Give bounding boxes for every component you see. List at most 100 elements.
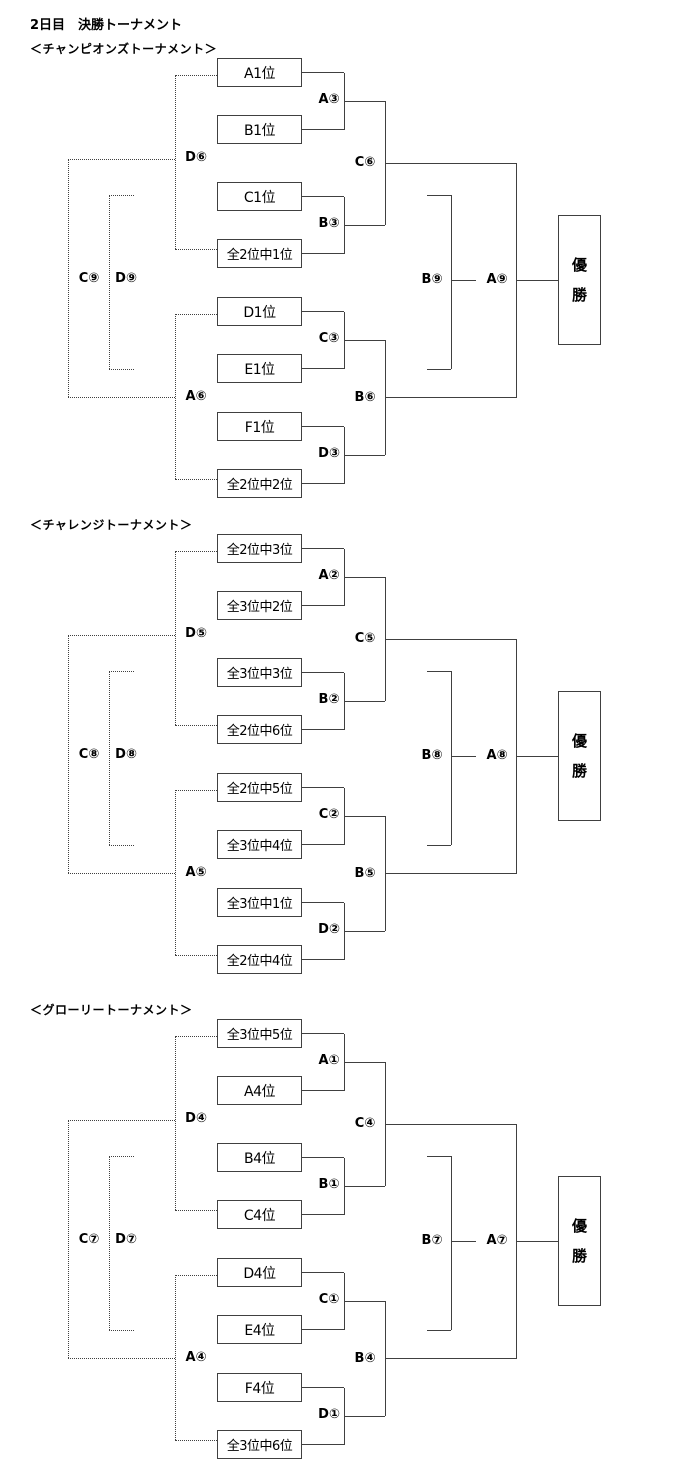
consolation-match-label: A④ — [185, 1350, 207, 1365]
consolation-match-label: D④ — [185, 1111, 207, 1126]
team-box: 全2位中6位 — [217, 715, 302, 744]
team-box: C4位 — [217, 1200, 302, 1229]
bracket-line — [302, 1272, 344, 1273]
consolation-match-label: A⑥ — [185, 389, 207, 404]
consolation-line — [175, 1035, 176, 1210]
team-box: B4位 — [217, 1143, 302, 1172]
bracket-line — [385, 162, 516, 164]
round1-match-label: B① — [318, 1177, 340, 1192]
round1-match-label: D① — [318, 1407, 340, 1422]
bracket-line — [344, 930, 385, 932]
round2-match-label: C⑥ — [354, 155, 376, 170]
bracket-line — [302, 1214, 344, 1215]
consolation-line — [175, 1274, 176, 1440]
consolation-line — [175, 313, 176, 479]
consolation-line — [175, 1035, 217, 1037]
bracket-line — [344, 700, 385, 702]
bracket-line — [302, 787, 344, 788]
team-box: A4位 — [217, 1076, 302, 1105]
team-box: B1位 — [217, 115, 302, 144]
round1-match-label: B③ — [318, 216, 340, 231]
consolation-line — [175, 1439, 217, 1441]
team-box: F4位 — [217, 1373, 302, 1402]
bracket-line — [427, 1155, 451, 1157]
consolation-line — [175, 1274, 217, 1276]
round1-match-label: A③ — [318, 92, 340, 107]
consolation-line — [175, 74, 217, 76]
round2-match-label: B④ — [354, 1350, 376, 1366]
consolation-line — [109, 845, 134, 846]
bracket-line — [302, 483, 344, 484]
bracket-line — [344, 1300, 385, 1302]
bracket-line — [344, 1185, 385, 1187]
round1-match-label: C③ — [318, 331, 340, 346]
consolation-line — [175, 478, 217, 480]
team-box: 全2位中1位 — [217, 239, 302, 268]
bracket-line — [427, 194, 451, 196]
round2-match-label: C⑤ — [354, 631, 376, 646]
bracket-line — [344, 224, 385, 226]
consolation-line — [109, 369, 134, 370]
bracket-line — [302, 129, 344, 130]
round2-match-label: B⑥ — [354, 389, 376, 405]
consolation-match-label: C⑨ — [78, 271, 100, 286]
consolation-line — [175, 1209, 217, 1211]
consolation-line — [175, 789, 176, 955]
bracket-line — [302, 902, 344, 903]
bracket-line — [302, 1090, 344, 1091]
bracket-line — [302, 1329, 344, 1330]
round1-match-label: A① — [318, 1053, 340, 1068]
consolation-line — [68, 1120, 69, 1358]
bracket-line — [344, 1415, 385, 1417]
bracket-line — [302, 1444, 344, 1445]
consolation-line — [175, 789, 217, 791]
bracket-line — [344, 576, 385, 578]
consolation-line — [68, 635, 175, 636]
semi-match-label: B⑧ — [421, 748, 443, 764]
bracket-line — [385, 638, 516, 640]
bracket-line — [450, 671, 452, 845]
team-box: 全3位中1位 — [217, 888, 302, 917]
bracket-line — [302, 72, 344, 73]
consolation-line — [68, 635, 69, 873]
consolation-line — [175, 74, 176, 249]
section-title-glory: ＜グローリートーナメント＞ — [30, 1003, 193, 1017]
semi-match-label: B⑦ — [421, 1233, 443, 1249]
consolation-line — [175, 313, 217, 315]
bracket-line — [427, 368, 451, 370]
consolation-line — [175, 550, 176, 725]
consolation-line — [175, 724, 217, 726]
round2-match-label: B⑤ — [354, 865, 376, 881]
round2-match-label: C④ — [354, 1116, 376, 1131]
final-match-label: A⑨ — [486, 272, 508, 288]
round1-match-label: C① — [318, 1292, 340, 1307]
team-box: E1位 — [217, 354, 302, 383]
bracket-line — [427, 1329, 451, 1331]
bracket-line — [450, 1156, 452, 1330]
consolation-line — [175, 954, 217, 956]
consolation-line — [109, 1330, 134, 1331]
round1-match-label: A② — [318, 568, 340, 583]
semi-match-label: B⑨ — [421, 272, 443, 288]
round1-match-label: B② — [318, 692, 340, 707]
final-match-label: A⑧ — [486, 748, 508, 764]
team-box: C1位 — [217, 182, 302, 211]
consolation-match-label: D⑨ — [115, 271, 137, 286]
consolation-match-label: C⑧ — [78, 747, 100, 762]
bracket-line — [302, 311, 344, 312]
consolation-match-label: D⑤ — [185, 626, 207, 641]
bracket-line — [302, 253, 344, 254]
team-box: F1位 — [217, 412, 302, 441]
consolation-line — [175, 550, 217, 552]
bracket-line — [516, 279, 558, 281]
bracket-line — [385, 1123, 516, 1125]
champion-char: 勝 — [571, 1247, 587, 1266]
consolation-line — [68, 159, 69, 397]
bracket-line — [451, 279, 476, 281]
consolation-line — [109, 1156, 110, 1330]
bracket-line — [516, 1240, 558, 1242]
team-box: 全2位中3位 — [217, 534, 302, 563]
consolation-line — [175, 248, 217, 250]
bracket-line — [302, 844, 344, 845]
